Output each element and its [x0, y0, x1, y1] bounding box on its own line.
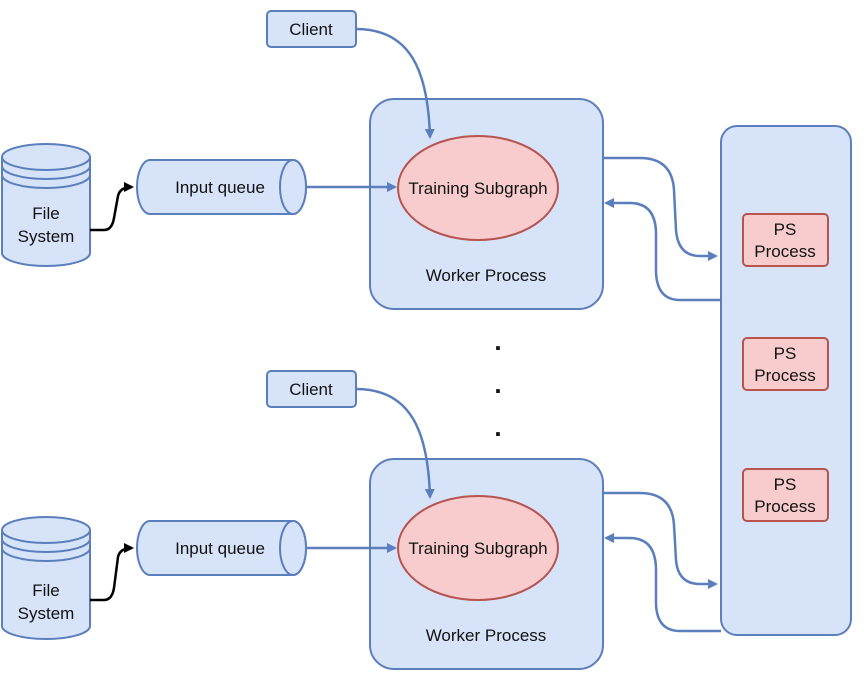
ps-process-box-1: PS Process — [742, 213, 829, 267]
file-system-top — [1, 143, 91, 267]
worker-process-bottom-label: Worker Process — [426, 626, 547, 645]
file-system-bottom — [0, 516, 91, 640]
ps-process-box-2: PS Process — [742, 337, 829, 391]
ellipsis-dot-3: . — [494, 412, 501, 442]
arrow-worker-to-ps-bottom — [603, 491, 718, 589]
ps-process-box-3: PS Process — [742, 468, 829, 522]
ellipsis-dot-2: . — [494, 369, 501, 399]
ps-process-1-line2: Process — [754, 242, 815, 261]
file-system-bottom-line2: System — [18, 604, 75, 623]
input-queue-bottom — [136, 520, 307, 576]
input-queue-bottom-label: Input queue — [175, 539, 265, 558]
arrow-client-to-subgraph-top — [355, 27, 435, 139]
ps-process-2-line1: PS — [774, 344, 797, 363]
file-system-top-line2: System — [18, 227, 75, 246]
ps-process-3-line2: Process — [754, 497, 815, 516]
arrow-client-to-subgraph-bottom — [355, 387, 435, 499]
arrow-worker-to-ps-top — [603, 156, 718, 261]
client-bottom-label: Client — [289, 380, 333, 399]
training-subgraph-top-label: Training Subgraph — [408, 179, 547, 198]
worker-process-top-label: Worker Process — [426, 266, 547, 285]
arrow-ps-to-worker-bottom — [604, 533, 721, 633]
arrow-ps-to-worker-top — [604, 198, 721, 302]
training-subgraph-top — [397, 135, 559, 241]
training-subgraph-bottom — [397, 495, 559, 601]
file-system-top-line1: File — [32, 204, 59, 223]
input-queue-top-label: Input queue — [175, 178, 265, 197]
ps-process-3-line1: PS — [774, 475, 797, 494]
arrow-filesystem-to-queue-top — [90, 182, 134, 232]
ps-process-2-line2: Process — [754, 366, 815, 385]
ellipsis-dot-1: . — [494, 326, 501, 356]
ps-process-1-line1: PS — [774, 220, 797, 239]
file-system-bottom-line1: File — [32, 581, 59, 600]
training-subgraph-bottom-label: Training Subgraph — [408, 539, 547, 558]
input-queue-top — [136, 159, 307, 215]
arrow-filesystem-to-queue-bottom — [90, 543, 134, 602]
client-top-label: Client — [289, 20, 333, 39]
